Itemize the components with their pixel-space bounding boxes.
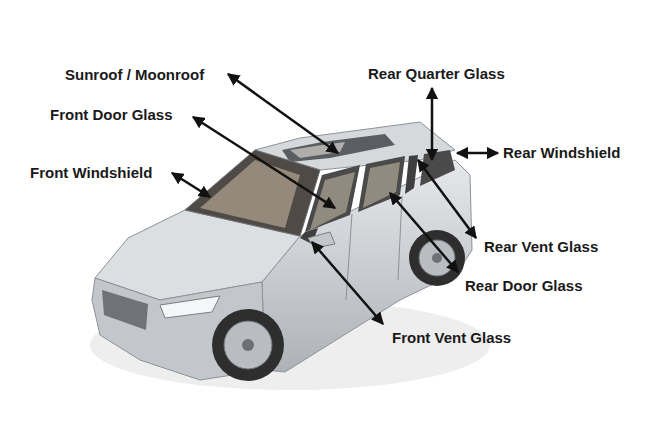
- side-mirror: [308, 232, 335, 248]
- leader-arrow: [193, 117, 335, 208]
- front-door-interior: [310, 172, 355, 230]
- rear-door-interior: [363, 162, 400, 208]
- leader-arrow: [418, 160, 476, 238]
- leader-arrow: [457, 152, 498, 155]
- car-body: [90, 122, 490, 390]
- part-label: Front Vent Glass: [392, 329, 511, 347]
- rear-rim: [419, 240, 455, 276]
- front-hub: [242, 339, 254, 351]
- grille: [102, 290, 148, 330]
- rear-hub: [432, 253, 442, 263]
- part-label: Rear Vent Glass: [484, 238, 598, 256]
- door-seams: [346, 196, 402, 300]
- part-label: Front Windshield: [30, 164, 152, 182]
- sunroof-glass: [282, 134, 395, 162]
- leader-arrows: [172, 74, 498, 324]
- interior: [200, 160, 300, 228]
- part-label: Sunroof / Moonroof: [65, 66, 204, 84]
- rear-tire: [409, 230, 465, 286]
- part-label: Rear Quarter Glass: [368, 65, 505, 83]
- part-label: Rear Door Glass: [465, 277, 583, 295]
- leader-arrow: [312, 242, 383, 324]
- rear-vent-glass: [405, 155, 418, 194]
- part-label: Rear Windshield: [503, 144, 620, 162]
- leader-arrow: [390, 193, 458, 272]
- leader-arrow: [431, 88, 434, 160]
- headlight: [160, 296, 220, 318]
- front-tire: [212, 309, 284, 381]
- part-label: Front Door Glass: [50, 106, 173, 124]
- front-rim: [224, 321, 272, 369]
- leader-arrow: [228, 74, 338, 153]
- sunroof-reflection: [290, 142, 345, 158]
- leader-arrow: [172, 173, 210, 197]
